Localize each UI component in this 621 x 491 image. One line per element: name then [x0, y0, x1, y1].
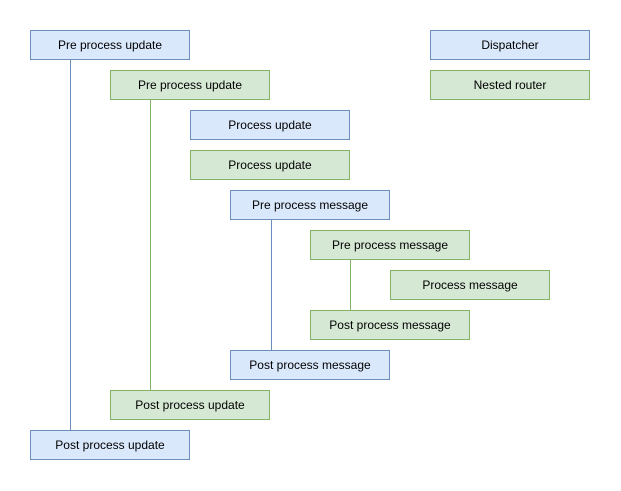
- node-n9[interactable]: Post process message: [230, 350, 390, 380]
- node-n5[interactable]: Pre process message: [230, 190, 390, 220]
- node-n1[interactable]: Pre process update: [30, 30, 190, 60]
- node-n3[interactable]: Process update: [190, 110, 350, 140]
- node-label: Post process update: [55, 438, 165, 452]
- connector-n2-to-n10: [150, 100, 151, 390]
- node-label: Process update: [228, 158, 312, 172]
- node-label: Pre process message: [251, 198, 369, 212]
- node-label: Pre process message: [331, 238, 449, 252]
- node-label: Pre process update: [137, 78, 243, 92]
- node-n4[interactable]: Process update: [190, 150, 350, 180]
- connector-n6-to-n8: [350, 260, 351, 310]
- node-n8[interactable]: Post process message: [310, 310, 470, 340]
- node-label: Post process update: [135, 398, 245, 412]
- node-n6[interactable]: Pre process message: [310, 230, 470, 260]
- legend-label: Nested router: [473, 78, 547, 92]
- connector-n5-to-n9: [271, 220, 272, 350]
- legend-item-router: Nested router: [430, 70, 590, 100]
- legend-item-dispatcher: Dispatcher: [430, 30, 590, 60]
- node-n7[interactable]: Process message: [390, 270, 550, 300]
- node-n11[interactable]: Post process update: [30, 430, 190, 460]
- node-label: Pre process update: [57, 38, 163, 52]
- node-label: Process message: [422, 278, 518, 292]
- legend-label: Dispatcher: [481, 38, 539, 52]
- node-n10[interactable]: Post process update: [110, 390, 270, 420]
- node-label: Post process message: [249, 358, 371, 372]
- node-label: Post process message: [329, 318, 451, 332]
- connector-n1-to-n11: [70, 60, 71, 430]
- node-n2[interactable]: Pre process update: [110, 70, 270, 100]
- node-label: Process update: [228, 118, 312, 132]
